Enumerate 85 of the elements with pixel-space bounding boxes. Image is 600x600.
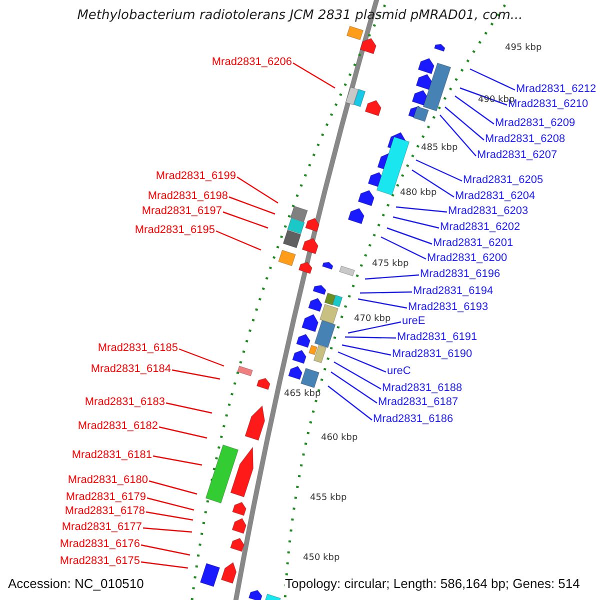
gene-label: Mrad2831_6180 (68, 474, 148, 486)
gene-label: Mrad2831_6206 (212, 56, 292, 68)
leader-line (222, 211, 268, 229)
leader-line (292, 62, 336, 89)
leader-line (470, 68, 516, 91)
leader-line (328, 386, 372, 420)
leader-line (146, 511, 194, 521)
gene-label: Mrad2831_6175 (60, 555, 140, 567)
topology-text: Topology: circular; Length: 586,164 bp; Genes: 514 (285, 576, 580, 591)
leader-line (392, 216, 440, 229)
leader-line (380, 236, 426, 260)
scale-label: 470 kbp (354, 313, 391, 325)
gene-label: Mrad2831_6197 (142, 205, 222, 217)
leader-line (228, 196, 276, 215)
leader-line (140, 544, 190, 556)
leader-line (344, 336, 396, 339)
leader-line (416, 159, 462, 182)
leader-line (364, 274, 420, 280)
gene-label: Mrad2831_6193 (408, 301, 488, 313)
title: Methylobacterium radiotolerans JCM 2831 plasmid pMRAD01, com... (76, 10, 524, 22)
gene-label: Mrad2831_6203 (448, 205, 528, 217)
gene-label: Mrad2831_6188 (382, 382, 462, 394)
leader-line (140, 561, 188, 569)
scale-label: 480 kbp (400, 187, 437, 199)
scale-label: 460 kbp (321, 432, 358, 444)
leader-line (152, 455, 202, 466)
gene-label: Mrad2831_6183 (84, 396, 165, 408)
gene-label: Mrad2831_6194 (413, 285, 494, 297)
leader-line (348, 321, 402, 334)
leader-line (444, 106, 484, 140)
gene-label: Mrad2831_6181 (72, 449, 152, 461)
leader-line (158, 426, 208, 439)
scale-label: 450 kbp (303, 552, 340, 564)
leader-line (172, 369, 220, 380)
gene-label: Mrad2831_6200 (427, 252, 508, 264)
gene-label: Mrad2831_6212 (516, 83, 596, 95)
gene-label: Mrad2831_6205 (463, 174, 544, 186)
leader-line (338, 351, 386, 373)
accession-text: Accession: NC_010510 (8, 576, 144, 591)
leader-line (330, 372, 378, 404)
scale-label: 475 kbp (372, 258, 409, 270)
leader-line (358, 298, 408, 309)
gene-label: Mrad2831_6177 (62, 521, 142, 533)
leader-line (148, 480, 198, 495)
leader-line (236, 176, 278, 204)
leader-line (454, 96, 494, 124)
gene-label: Mrad2831_6191 (397, 331, 478, 343)
gene-label: Mrad2831_6190 (392, 348, 472, 360)
gene-label: Mrad2831_6186 (373, 413, 454, 425)
gene-label: Mrad2831_6202 (440, 221, 520, 233)
gene-label: Mrad2831_6178 (64, 505, 145, 517)
gene-label: Mrad2831_6196 (420, 268, 500, 280)
gene-label: Mrad2831_6184 (90, 363, 171, 375)
leader-line (216, 230, 262, 251)
gene-label: Mrad2831_6179 (66, 491, 146, 503)
leader-line (142, 527, 192, 533)
leader-line (342, 344, 392, 356)
gene-label: Mrad2831_6187 (378, 396, 458, 408)
gene-label: Mrad2831_6198 (148, 190, 228, 202)
gene-label: Mrad2831_6201 (433, 237, 514, 249)
scale-label: 495 kbp (505, 42, 542, 54)
leader-line (440, 114, 476, 156)
leader-line (396, 206, 448, 213)
scale-label: 485 kbp (421, 142, 458, 154)
gene-label: Mrad2831_6176 (60, 538, 140, 550)
gene-label: Mrad2831_6208 (485, 133, 566, 145)
gene-label: ureC (387, 365, 411, 377)
gene-label: Mrad2831_6199 (156, 170, 236, 182)
leader-line (146, 497, 194, 511)
gene-label: Mrad2831_6209 (495, 117, 576, 129)
leader-line (386, 227, 432, 245)
leader-line (334, 361, 382, 390)
gene-label: Mrad2831_6182 (78, 420, 158, 432)
leader-line (166, 402, 212, 414)
gene-label: Mrad2831_6185 (98, 342, 178, 354)
scale-label: 455 kbp (310, 492, 347, 504)
leader-line (412, 170, 454, 198)
gene-label: Mrad2831_6195 (134, 224, 215, 236)
gene-label: Mrad2831_6207 (477, 149, 558, 161)
leader-line (460, 87, 508, 106)
scale-label: 465 kbp (284, 388, 321, 400)
leader-line (178, 348, 224, 367)
gene-label: ureE (402, 315, 426, 327)
gene-label: Mrad2831_6204 (455, 190, 536, 202)
leader-line (360, 291, 412, 294)
